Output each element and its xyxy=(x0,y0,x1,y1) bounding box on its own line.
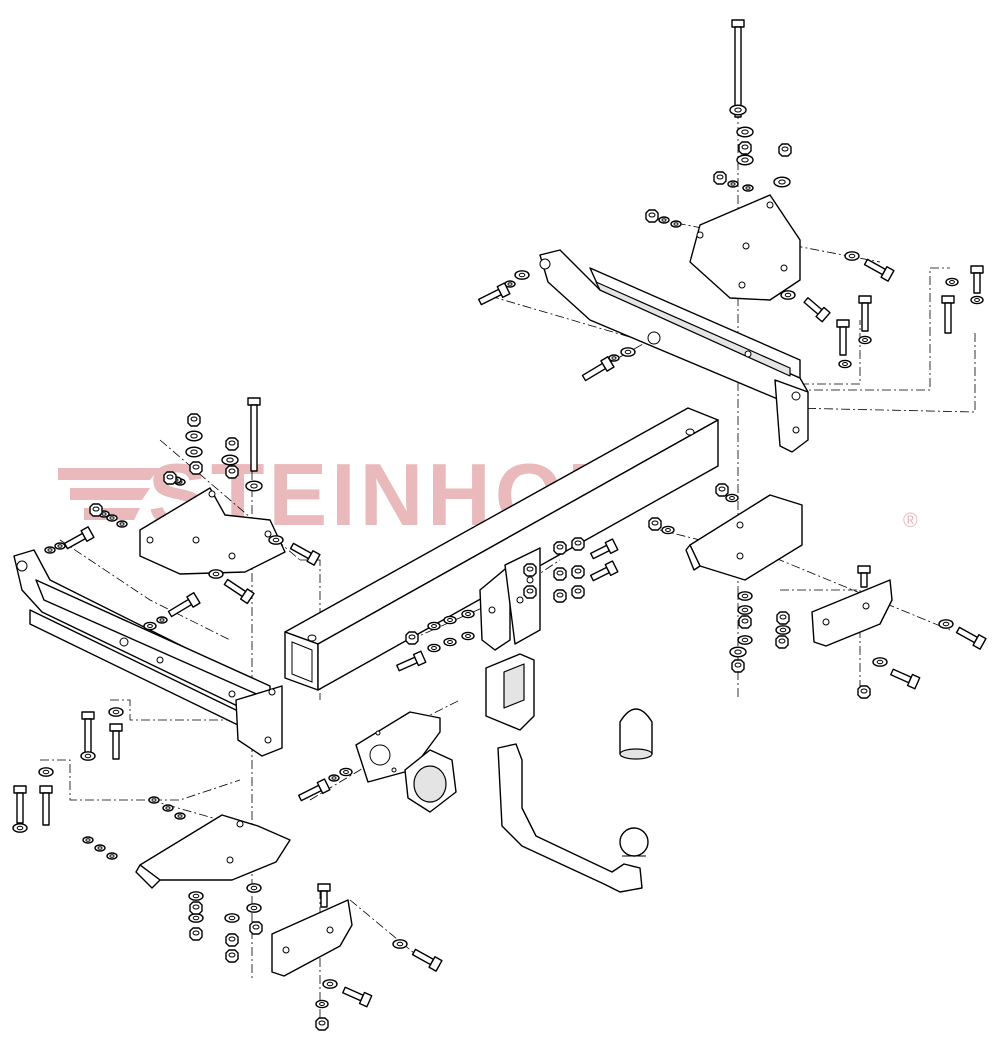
left-lower-bracket xyxy=(135,814,291,889)
electrical-socket xyxy=(404,749,457,813)
bolt xyxy=(81,711,95,720)
bolt xyxy=(857,565,871,574)
bolt xyxy=(223,578,247,598)
tow-ball-neck xyxy=(497,743,649,893)
fasteners xyxy=(12,19,987,1031)
bolt xyxy=(317,883,331,892)
right-lower-bracket xyxy=(685,494,803,581)
left-reinforcement-plate xyxy=(271,899,353,977)
bolt xyxy=(863,258,887,276)
tow-bar-crossbeam xyxy=(284,407,719,691)
socket-mounting-plate xyxy=(355,711,441,783)
tow-ball-cap xyxy=(619,708,653,760)
bolt xyxy=(890,668,912,684)
watermark-registered-mark: ® xyxy=(903,510,918,532)
right-reinforcement-plate xyxy=(811,579,893,647)
bolt xyxy=(247,397,261,406)
upper-left-bracket xyxy=(139,487,286,575)
bolt xyxy=(970,265,984,274)
bolt xyxy=(411,948,435,966)
upper-right-bracket xyxy=(689,194,801,301)
bolt xyxy=(477,288,503,306)
bolt xyxy=(941,295,955,304)
left-side-rail xyxy=(13,549,283,757)
bolt xyxy=(39,785,53,794)
bolt xyxy=(342,986,364,1002)
bolt xyxy=(63,532,87,550)
bolt xyxy=(13,785,27,794)
bolt xyxy=(589,544,611,560)
bolt xyxy=(858,295,872,304)
bolt xyxy=(167,598,193,618)
bolt xyxy=(836,319,850,328)
bolt xyxy=(955,626,979,644)
bolt xyxy=(396,656,418,672)
receiver-block xyxy=(485,653,535,731)
right-side-rail xyxy=(539,249,809,453)
bolt xyxy=(731,19,745,28)
bolt xyxy=(109,723,123,732)
bolt xyxy=(581,362,607,382)
bolt xyxy=(289,542,313,560)
bolt xyxy=(297,784,323,802)
steinhof-logo-swoosh xyxy=(58,468,160,520)
bolt xyxy=(589,566,611,582)
